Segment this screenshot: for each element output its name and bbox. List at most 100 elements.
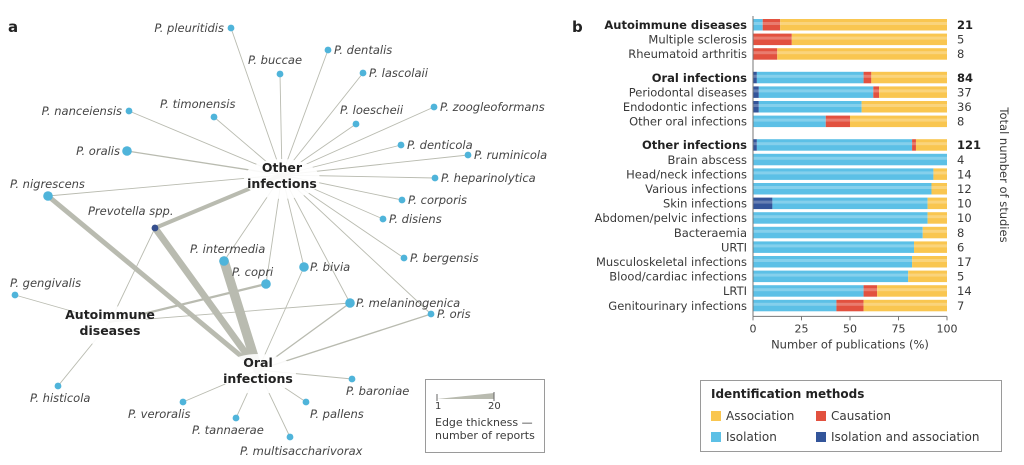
bar-segment-association bbox=[927, 212, 947, 224]
edge-auto-melaninogenica bbox=[109, 302, 351, 323]
bar-segment-isolation bbox=[753, 183, 932, 195]
node-corporis[interactable] bbox=[398, 196, 406, 204]
species-label-intermedia: P. intermedia bbox=[190, 242, 265, 256]
bar-segment-isolation bbox=[758, 101, 862, 113]
node-oris[interactable] bbox=[427, 310, 435, 318]
node-multisaccharivorax[interactable] bbox=[286, 433, 294, 441]
bar-segment-isolation bbox=[756, 71, 864, 84]
hub-halo-auto bbox=[72, 306, 148, 346]
bar-segment-causation bbox=[863, 285, 878, 297]
hub-label-other: Other bbox=[262, 160, 303, 175]
node-zoogleoformans[interactable] bbox=[430, 103, 438, 111]
x-tick-label: 75 bbox=[892, 322, 906, 335]
node-bivia[interactable] bbox=[299, 262, 309, 272]
total-count-label: 5 bbox=[957, 270, 964, 284]
total-count-label: 6 bbox=[957, 240, 964, 254]
bar-sheen bbox=[753, 22, 947, 25]
hub-label-auto: Autoimmune bbox=[65, 307, 155, 322]
species-label-pallens: P. pallens bbox=[310, 407, 364, 421]
node-prevotella_spp[interactable] bbox=[151, 224, 159, 232]
species-label-tannaerae: P. tannaerae bbox=[192, 423, 264, 437]
species-label-nigrescens: P. nigrescens bbox=[10, 177, 85, 191]
total-count-label: 7 bbox=[957, 299, 964, 313]
node-baroniae[interactable] bbox=[348, 375, 356, 383]
species-label-lascolaii: P. lascolaii bbox=[369, 66, 429, 80]
node-denticola[interactable] bbox=[397, 141, 405, 149]
bar-segment-isolation bbox=[753, 19, 763, 31]
node-lascolaii[interactable] bbox=[359, 69, 367, 77]
edge-other-lascolaii bbox=[281, 72, 364, 176]
total-count-label: 36 bbox=[957, 100, 972, 114]
species-label-pleuritidis: P. pleuritidis bbox=[154, 21, 224, 35]
total-count-label: 84 bbox=[957, 71, 973, 85]
hub-label-oral: infections bbox=[223, 371, 293, 386]
category-label: Oral infections bbox=[652, 71, 747, 85]
node-pallens[interactable] bbox=[302, 398, 310, 406]
total-count-label: 21 bbox=[957, 18, 973, 32]
legend-item-isolation: Isolation bbox=[711, 430, 777, 444]
node-disiens[interactable] bbox=[379, 215, 387, 223]
node-intermedia[interactable] bbox=[219, 256, 229, 266]
bar-segment-association bbox=[863, 299, 947, 312]
node-oralis[interactable] bbox=[122, 146, 132, 156]
bar-segment-isolation bbox=[753, 212, 928, 224]
total-count-label: 37 bbox=[957, 85, 972, 99]
bar-sheen bbox=[753, 74, 947, 78]
bar-segment-causation bbox=[753, 48, 778, 60]
node-bergensis[interactable] bbox=[400, 254, 408, 262]
species-label-disiens: P. disiens bbox=[389, 212, 442, 226]
category-label: Periodontal diseases bbox=[629, 85, 747, 99]
total-count-label: 5 bbox=[957, 33, 964, 47]
category-label: Brain abscess bbox=[667, 153, 747, 167]
node-copri[interactable] bbox=[261, 279, 271, 289]
node-veroralis[interactable] bbox=[179, 398, 187, 406]
panel-letter-a: a bbox=[8, 18, 19, 36]
node-gengivalis[interactable] bbox=[11, 291, 19, 299]
bar-segment-isolation bbox=[753, 226, 923, 239]
bar-segment-isolation bbox=[753, 168, 934, 180]
node-melaninogenica[interactable] bbox=[345, 298, 355, 308]
bar-sheen bbox=[753, 288, 947, 292]
bar-sheen bbox=[753, 36, 947, 40]
node-buccae[interactable] bbox=[276, 70, 284, 78]
category-label: Abdomen/pelvic infections bbox=[595, 211, 747, 225]
bar-sheen bbox=[753, 200, 947, 204]
species-label-buccae: P. buccae bbox=[248, 53, 302, 67]
node-nanceiensis[interactable] bbox=[125, 107, 133, 115]
bar-segment-association bbox=[908, 270, 947, 283]
isolation-swatch-icon bbox=[711, 432, 721, 442]
total-count-label: 121 bbox=[957, 138, 981, 152]
bar-segment-isolation bbox=[753, 241, 915, 253]
species-label-corporis: P. corporis bbox=[408, 193, 467, 207]
x-tick-label: 50 bbox=[843, 322, 857, 335]
bar-segment-isolation bbox=[758, 86, 874, 98]
bar-segment-causation bbox=[762, 19, 781, 31]
node-nigrescens[interactable] bbox=[43, 191, 53, 201]
bar-row: Oral infections 84 bbox=[652, 71, 973, 85]
bar-segment-association bbox=[877, 285, 947, 297]
species-label-timonensis: P. timonensis bbox=[160, 97, 235, 111]
node-tannaerae[interactable] bbox=[232, 414, 240, 422]
node-timonensis[interactable] bbox=[210, 113, 218, 121]
category-label: Various infections bbox=[645, 182, 747, 196]
node-pleuritidis[interactable] bbox=[227, 24, 235, 32]
species-label-oris: P. oris bbox=[437, 307, 471, 321]
bar-sheen bbox=[753, 51, 947, 55]
node-histicola[interactable] bbox=[54, 382, 62, 390]
node-dentalis[interactable] bbox=[324, 46, 332, 54]
edge-legend-max: 20 bbox=[488, 401, 501, 412]
species-label-multisaccharivorax: P. multisaccharivorax bbox=[240, 444, 363, 458]
bar-sheen bbox=[753, 104, 947, 107]
node-loescheii[interactable] bbox=[352, 120, 360, 128]
node-ruminicola[interactable] bbox=[464, 151, 472, 159]
node-heparinolytica[interactable] bbox=[431, 174, 439, 182]
bar-segment-causation bbox=[825, 115, 850, 128]
bar-segment-association bbox=[915, 139, 947, 151]
